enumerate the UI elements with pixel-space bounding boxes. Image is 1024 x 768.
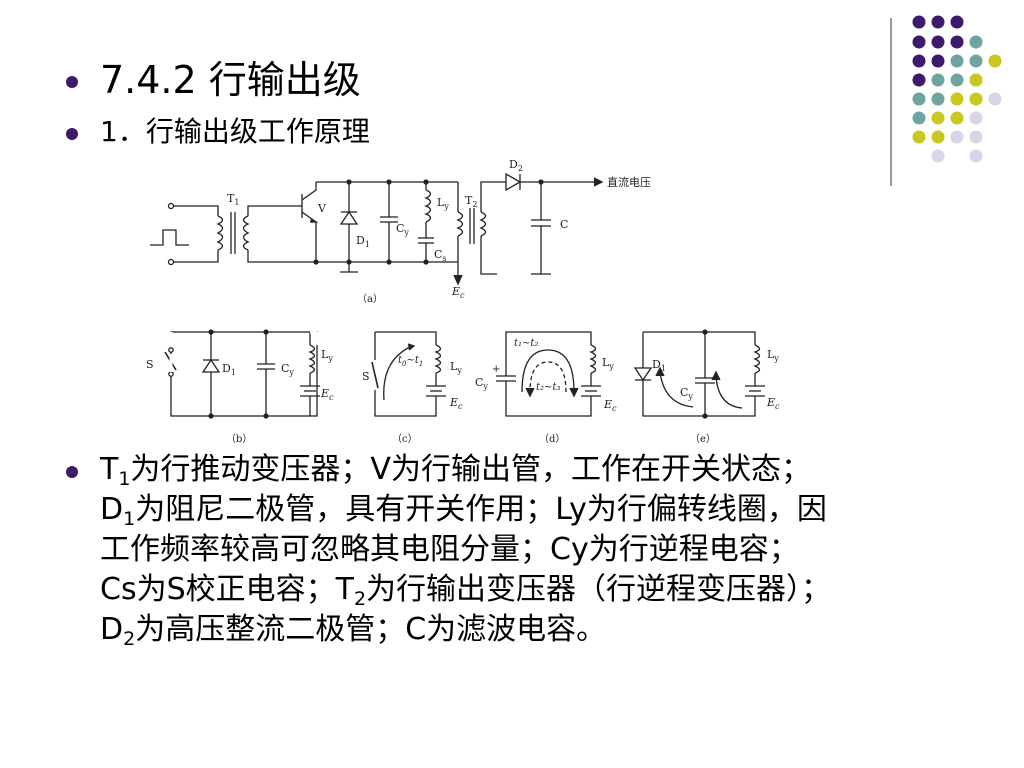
description-line-3: 工作频率较高可忽略其电阻分量；Cy为行逆程电容； bbox=[100, 532, 799, 567]
slide-subtitle: 1．行输出级工作原理 bbox=[100, 115, 370, 148]
caption-c: （c） bbox=[392, 433, 418, 445]
bullet-icon bbox=[66, 76, 78, 88]
label-b-s: S bbox=[146, 358, 154, 371]
caption-d: （d） bbox=[539, 433, 565, 445]
label-d1: D1 bbox=[356, 234, 370, 249]
label-c-t0t1: t0~t1 bbox=[398, 355, 423, 368]
label-d-cy: Cy bbox=[475, 376, 488, 391]
corner-dot-pattern bbox=[890, 15, 1002, 186]
description-line-5: D2为高压整流二极管；C为滤波电容。 bbox=[100, 612, 607, 650]
description-paragraph: T1为行推动变压器；V为行输出管，工作在开关状态； D1为阻尼二极管，具有开关作… bbox=[100, 450, 980, 650]
label-cy: Cy bbox=[396, 222, 409, 237]
label-e-cy: Cy bbox=[680, 386, 693, 401]
circuit-e bbox=[633, 331, 765, 417]
label-ly: Ly bbox=[437, 196, 449, 211]
label-d-ly: Ly bbox=[602, 356, 614, 371]
label-d-t2t3: t₂~t₃ bbox=[536, 382, 560, 393]
junction-dots bbox=[208, 179, 708, 419]
bullet-icon bbox=[66, 466, 78, 478]
circuit-b bbox=[164, 330, 320, 417]
label-d-ec: Ec bbox=[603, 398, 617, 413]
label-d-t1t2: t₁~t₂ bbox=[514, 338, 538, 349]
caption-a: （a） bbox=[357, 293, 383, 305]
label-e-ly: Ly bbox=[767, 348, 779, 363]
label-c: C bbox=[560, 218, 568, 231]
slide-title: 7.4.2 行输出级 bbox=[100, 58, 361, 102]
label-b-cy: Cy bbox=[281, 362, 294, 377]
circuit-d bbox=[496, 331, 601, 417]
label-c-ly: Ly bbox=[450, 360, 462, 375]
description-line-4: Cs为S校正电容；T2为行输出变压器（行逆程变压器）； bbox=[100, 572, 832, 610]
label-c-ec: Ec bbox=[449, 396, 463, 411]
bullet-icon bbox=[66, 128, 78, 140]
decorative-dots bbox=[912, 15, 1002, 163]
label-d-plus: + bbox=[492, 364, 500, 375]
caption-b: （b） bbox=[226, 433, 252, 445]
label-b-ly: Ly bbox=[321, 348, 333, 363]
description-line-2: D1为阻尼二极管，具有开关作用；Ly为行偏转线圈，因 bbox=[100, 492, 827, 530]
label-e-ec: Ec bbox=[766, 396, 780, 411]
circuit-a bbox=[150, 172, 604, 286]
label-t1: T1 bbox=[227, 192, 239, 207]
circuit-c bbox=[371, 331, 446, 417]
label-dc-voltage: 直流电压 bbox=[607, 175, 651, 189]
caption-e: （e） bbox=[690, 433, 716, 445]
label-b-d1: D1 bbox=[222, 362, 236, 377]
label-t2: T2 bbox=[465, 194, 477, 209]
label-cs: Cs bbox=[434, 248, 447, 263]
label-ec: Ec bbox=[451, 285, 465, 300]
label-d2: D2 bbox=[509, 158, 523, 173]
label-c-s: S bbox=[362, 370, 370, 383]
label-b-ec: Ec bbox=[320, 387, 334, 402]
description-line-1: T1为行推动变压器；V为行输出管，工作在开关状态； bbox=[100, 452, 811, 490]
circuit-figure: T1 V D1 Cy Ly Cs T2 D2 C Ec 直流电压 （a） S D… bbox=[146, 158, 780, 445]
label-v: V bbox=[317, 202, 327, 215]
label-e-d1: D1 bbox=[652, 358, 666, 373]
